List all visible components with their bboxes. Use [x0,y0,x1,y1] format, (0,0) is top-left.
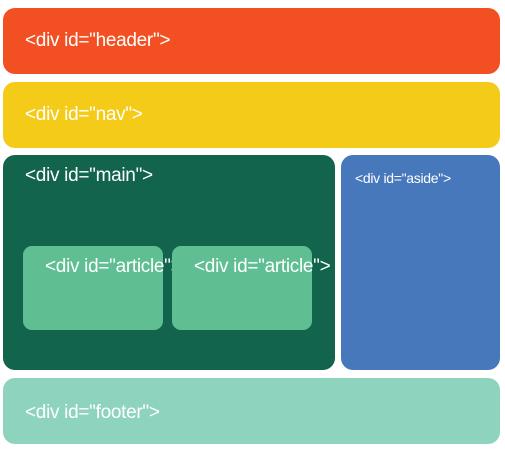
nav-label: <div id="nav"> [25,104,143,125]
article-label-1: <div id="article"> [45,256,182,277]
nav-block: <div id="nav"> [3,82,500,148]
header-block: <div id="header"> [3,8,500,74]
main-label: <div id="main"> [25,165,153,186]
footer-block: <div id="footer"> [3,378,500,444]
article-label-2: <div id="article"> [194,256,331,277]
article-block-2: <div id="article"> [172,246,331,330]
aside-label: <div id="aside"> [355,170,451,186]
article-block-1: <div id="article"> [23,246,182,330]
aside-block: <div id="aside"> [341,155,500,370]
header-label: <div id="header"> [25,30,171,51]
main-block: <div id="main"> <div id="article"> <div … [3,155,335,370]
footer-label: <div id="footer"> [25,402,160,423]
